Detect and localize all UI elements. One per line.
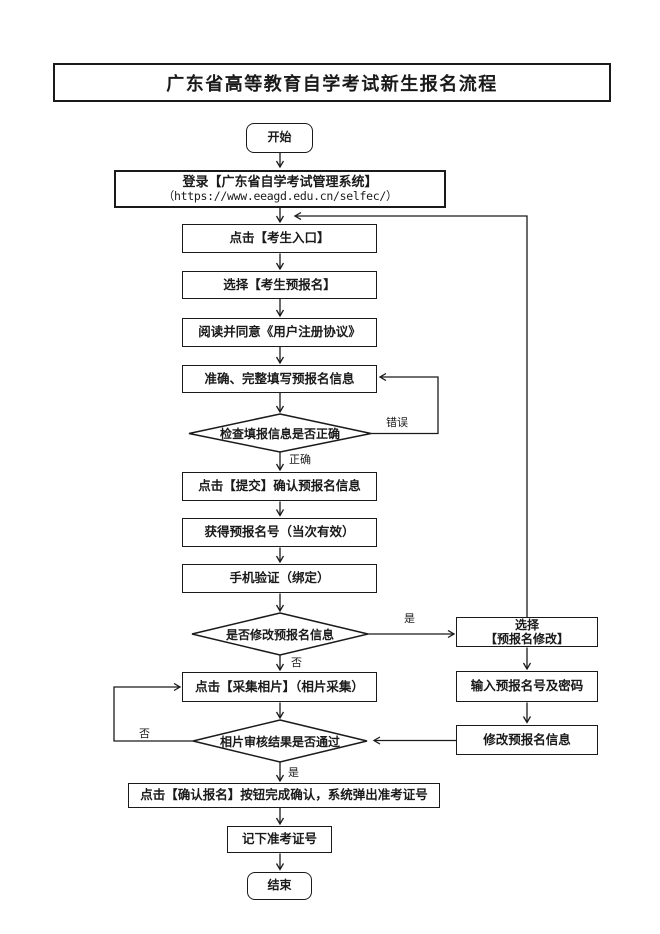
login-url: （https://www.eeagd.edu.cn/selfec/） — [162, 188, 398, 203]
step-get-prereg-number: 获得预报名号（当次有效） — [182, 518, 377, 547]
edge-label-yes-modify: 是 — [404, 613, 415, 625]
edge-label-no-photo: 否 — [139, 728, 150, 740]
edge-label-correct: 正确 — [289, 454, 311, 466]
edge-label-error: 错误 — [386, 417, 408, 429]
step-note-ticket-number: 记下准考证号 — [227, 826, 332, 853]
login-label: 登录【广东省自学考试管理系统】 — [182, 173, 378, 189]
step-confirm-registration: 点击【确认报名】按钮完成确认，系统弹出准考证号 — [128, 783, 440, 808]
step-login-system: 登录【广东省自学考试管理系统】 （https://www.eeagd.edu.c… — [114, 170, 446, 208]
step-select-preregistration: 选择【考生预报名】 — [182, 271, 377, 299]
step-fill-info: 准确、完整填写预报名信息 — [182, 365, 377, 393]
step-agree-agreement: 阅读并同意《用户注册协议》 — [182, 318, 377, 347]
flow-title: 广东省高等教育自学考试新生报名流程 — [53, 63, 611, 102]
edge-label-yes-photo: 是 — [288, 767, 299, 779]
flow-title-text: 广东省高等教育自学考试新生报名流程 — [166, 73, 498, 94]
start-label: 开始 — [267, 130, 292, 145]
start-node: 开始 — [246, 123, 313, 153]
step-collect-photo: 点击【采集相片】（相片采集） — [182, 672, 377, 702]
end-node: 结束 — [247, 872, 312, 900]
step-submit-confirm: 点击【提交】确认预报名信息 — [182, 472, 377, 501]
step-select-modify: 选择 【预报名修改】 — [456, 617, 598, 647]
step-click-entrance: 点击【考生入口】 — [182, 224, 377, 253]
decision-modify-info: 是否修改预报名信息 — [225, 627, 334, 642]
decision-check-info: 检查填报信息是否正确 — [219, 426, 340, 441]
step-phone-verify: 手机验证（绑定） — [182, 564, 377, 593]
step-enter-number-password: 输入预报名号及密码 — [456, 671, 598, 702]
decision-photo-review: 相片审核结果是否通过 — [219, 734, 340, 749]
edge-label-no-modify: 否 — [291, 657, 302, 669]
step-modify-info: 修改预报名信息 — [456, 725, 598, 755]
